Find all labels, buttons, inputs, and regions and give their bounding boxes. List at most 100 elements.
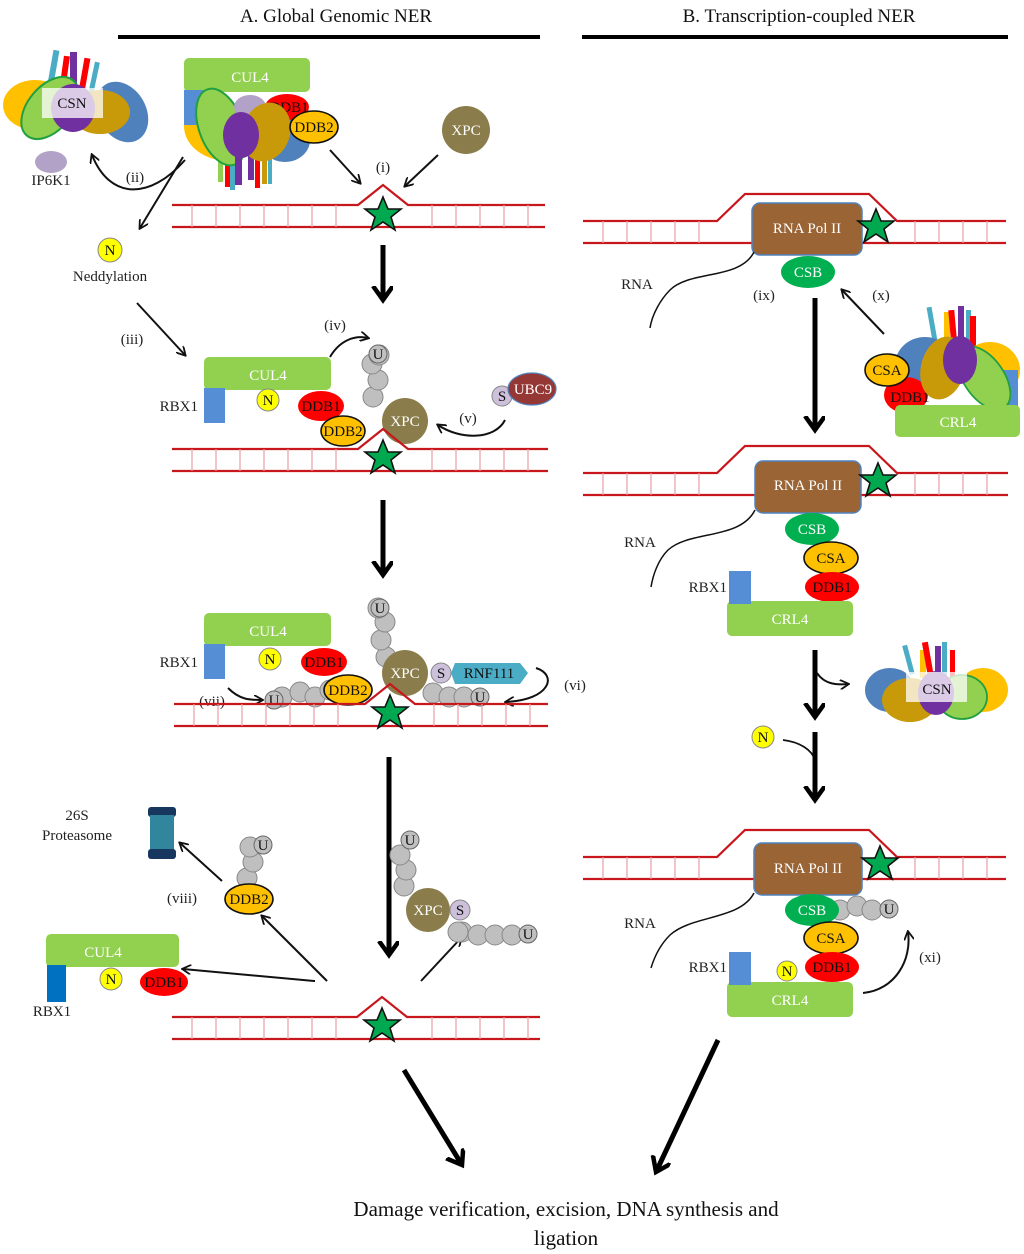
ddb1-label: DDB1 <box>890 390 929 406</box>
arrow-iii <box>136 302 185 355</box>
final-outcome-line2: ligation <box>534 1226 599 1250</box>
cul4-label: CUL4 <box>249 368 287 384</box>
cul4-label: CUL4 <box>84 945 122 961</box>
proteasome-26s: 26S Proteasome <box>42 807 176 859</box>
arrow-release-ddb2 <box>262 916 328 982</box>
arrow-x <box>842 290 885 335</box>
rna-pol-ii-b3: RNA Pol II <box>753 842 863 896</box>
rnapol-label: RNA Pol II <box>774 861 842 877</box>
step-viii-label: (viii) <box>167 891 197 907</box>
sumo-label: S <box>456 903 464 919</box>
arrow-vi <box>506 667 549 702</box>
cul4-label: CUL4 <box>231 70 269 86</box>
ddb1-label: DDB1 <box>144 975 183 991</box>
lesion-star-a3 <box>371 694 409 729</box>
arrow-viii <box>180 843 223 882</box>
proteasome-label-2: Proteasome <box>42 828 112 844</box>
rna-pol-ii-b2: RNA Pol II <box>754 460 862 514</box>
rna-strand <box>650 509 756 588</box>
xpc-sumo-rnf111: XPC S RNF111 <box>382 650 528 696</box>
step-v-label: (v) <box>459 411 477 427</box>
lesion-star-a2 <box>364 439 402 474</box>
rbx1-label: RBX1 <box>689 580 727 596</box>
ubiquitin-label: U <box>405 833 416 849</box>
csn-label: CSN <box>57 96 86 112</box>
proteasome-label-1: 26S <box>65 808 88 824</box>
ddb1-label: DDB1 <box>812 580 851 596</box>
ubiquitin-label: U <box>475 690 486 706</box>
neddylation-label: Neddylation <box>73 269 148 285</box>
step-vi-label: (vi) <box>564 678 586 694</box>
arrow-iv <box>329 337 368 358</box>
crl4-ddb2-csn-complex: CUL4 DDB1 DDB2 <box>183 58 339 190</box>
arrow-to-neddylation <box>140 156 184 228</box>
rna-strand <box>650 892 755 969</box>
xpc-label: XPC <box>390 666 419 682</box>
dna-top-strand <box>174 682 548 706</box>
rna-label: RNA <box>621 277 653 293</box>
xpc-label: XPC <box>413 903 442 919</box>
dna-a2 <box>172 427 548 473</box>
ddb2-label: DDB2 <box>294 120 333 136</box>
crl4-label: CRL4 <box>772 993 809 1009</box>
step-iii-label: (iii) <box>121 332 144 348</box>
dna-top-strand <box>172 427 548 451</box>
xpc-label: XPC <box>451 123 480 139</box>
panel-b-header: B. Transcription-coupled NER <box>582 6 1008 39</box>
dna-a4 <box>172 995 540 1041</box>
lesion-star-a4 <box>363 1007 401 1042</box>
dna-a1 <box>172 183 545 229</box>
arrow-xi <box>862 932 909 994</box>
ubiquitin-label: U <box>258 838 269 854</box>
nedd8-label: N <box>265 652 276 668</box>
dna-top-strand <box>172 183 545 207</box>
crl4-released: CUL4 RBX1 N DDB1 <box>33 934 188 1020</box>
nedd8-label: N <box>263 393 274 409</box>
crl4-label: CRL4 <box>772 612 809 628</box>
step-i-label: (i) <box>376 160 390 176</box>
rbx1-label: RBX1 <box>33 1004 71 1020</box>
dna-a3 <box>174 682 548 728</box>
lesion-star-b3 <box>861 845 899 880</box>
lesion-star-a1 <box>364 196 402 231</box>
arrow-ddb2-to-lesion <box>329 149 360 183</box>
nedd8-label: N <box>106 972 117 988</box>
arrow-vii <box>227 687 262 700</box>
csn-complex-b: CSN <box>865 641 1008 722</box>
ip6k1-label: IP6K1 <box>31 173 70 189</box>
csb-label: CSB <box>798 903 826 919</box>
ddb2-label: DDB2 <box>229 892 268 908</box>
flow-arrow-a-final <box>401 1068 462 1165</box>
ubiquitin-label: U <box>523 927 534 943</box>
csb-ubiquitinated-complex: U CSB CSA DDB1 N CRL4 RBX1 <box>689 894 899 1017</box>
ddb1-label: DDB1 <box>304 655 343 671</box>
nedd8-label: N <box>782 964 793 980</box>
csb-csa-crl4-b2: CSB CSA DDB1 CRL4 RBX1 <box>689 513 859 636</box>
ubiquitin-chain: U <box>361 344 390 408</box>
panel-a-header: A. Global Genomic NER <box>118 6 540 39</box>
step-ix-label: (ix) <box>753 288 775 304</box>
crl4-csa-csn-complex: DDB1 CSA CRL4 <box>864 306 1020 437</box>
csa-label: CSA <box>872 363 901 379</box>
ubc9-label: UBC9 <box>514 382 552 398</box>
step-xi-label: (xi) <box>919 950 941 966</box>
xpc-ubiquitin-chain-top: U <box>367 597 397 668</box>
crl4-label: CRL4 <box>940 415 977 431</box>
crl4-ddb2-ubiquitinated: CUL4 RBX1 N DDB1 <box>160 613 347 679</box>
step-x-label: (x) <box>872 288 890 304</box>
ddb2-label: DDB2 <box>323 424 362 440</box>
step-iv-label: (iv) <box>324 318 346 334</box>
ubiquitin-label: U <box>375 601 386 617</box>
ddb1-label: DDB1 <box>812 960 851 976</box>
rna-strand <box>649 251 755 329</box>
xpc: XPC <box>442 106 490 154</box>
arrow-v <box>438 419 506 437</box>
panel-a-title: A. Global Genomic NER <box>240 6 432 27</box>
ddb1-label: DDB1 <box>301 399 340 415</box>
flow-arrow-b-final <box>656 1038 721 1172</box>
csb-label: CSB <box>794 265 822 281</box>
nedd8-join-line <box>782 739 816 761</box>
panel-b-title: B. Transcription-coupled NER <box>683 6 916 27</box>
rbx1-label: RBX1 <box>160 399 198 415</box>
ip6k1: IP6K1 <box>31 151 71 189</box>
